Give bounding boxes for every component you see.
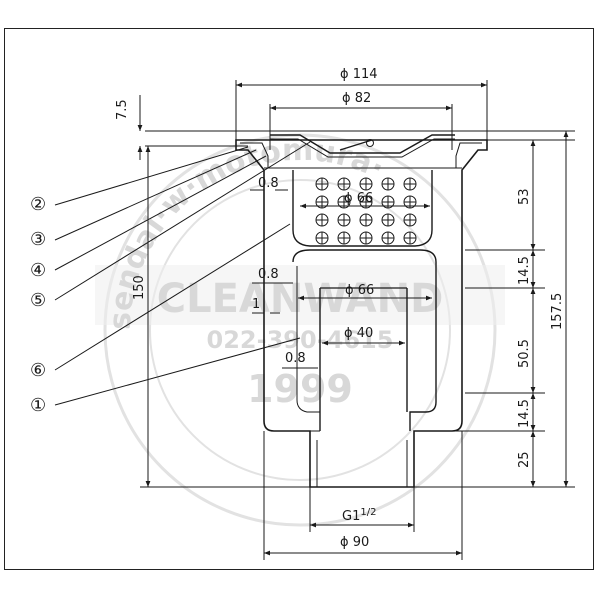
dim-h50-5: 50.5 (517, 339, 532, 368)
dim-d66-body: ϕ 66 (345, 283, 374, 298)
dim-thread: G11/2 (342, 507, 376, 524)
dim-t0-8-top: 0.8 (258, 176, 279, 191)
drawing-frame (4, 28, 594, 570)
dim-d66-strainer: ϕ 66 (344, 191, 373, 206)
dim-d40: ϕ 40 (344, 326, 373, 341)
watermark: CLEANWAND 022-390-4615 1999 sendai·w·mot… (95, 133, 505, 527)
callout-1: ① (30, 395, 46, 416)
callout-3: ③ (30, 229, 46, 250)
callout-4: ④ (30, 260, 46, 281)
dim-h14-5-bot: 14.5 (517, 399, 532, 428)
dim-h157-5: 157.5 (550, 293, 565, 330)
dim-t0-8-mid: 0.8 (258, 267, 279, 282)
watermark-band: CLEANWAND (157, 276, 444, 322)
strainer-holes (315, 177, 417, 245)
dim-h7-5: 7.5 (115, 99, 130, 120)
dim-h150: 150 (132, 275, 147, 300)
callout-2: ② (30, 194, 46, 215)
dim-h53: 53 (517, 188, 532, 205)
watermark-year: 1999 (247, 367, 353, 411)
callout-5: ⑤ (30, 290, 46, 311)
watermark-phone: 022-390-4615 (207, 326, 394, 354)
dim-t0-8-low: 0.8 (285, 351, 306, 366)
dim-t1: 1 (252, 297, 260, 312)
callout-6: ⑥ (30, 360, 46, 381)
dim-h14-5-top: 14.5 (517, 256, 532, 285)
dim-d114: ϕ 114 (340, 67, 378, 82)
dim-h25: 25 (517, 451, 532, 468)
callouts: ② ③ ④ ⑤ ⑥ ① (30, 194, 46, 416)
dim-d82: ϕ 82 (342, 91, 371, 106)
dim-d90: ϕ 90 (340, 535, 369, 550)
